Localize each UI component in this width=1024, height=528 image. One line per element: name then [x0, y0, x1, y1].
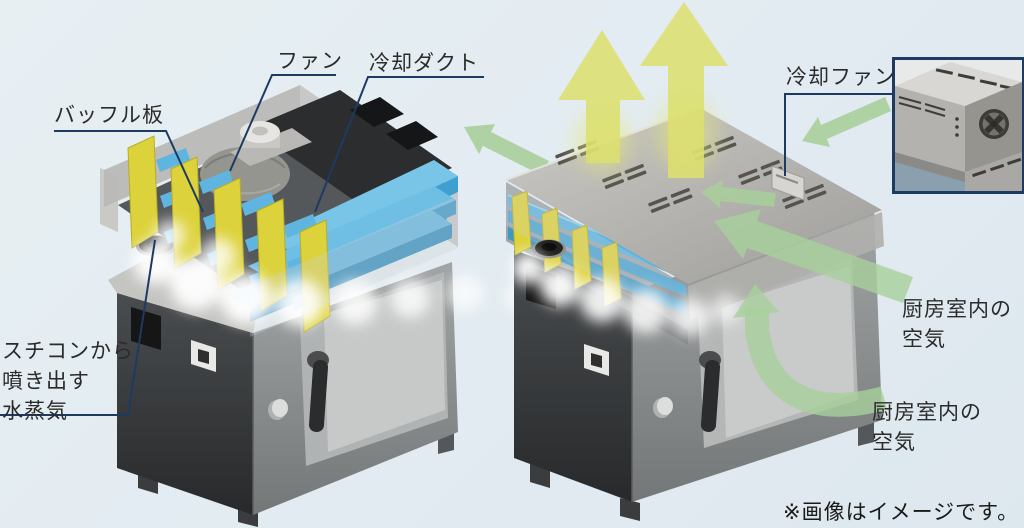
kitchen-air-upper-line1: 厨房室内の	[902, 298, 1012, 321]
housing-bar	[386, 121, 438, 150]
side-vent-band	[688, 212, 884, 320]
steam-source-label: スチコンから 噴き出す 水蒸気	[2, 337, 134, 427]
kitchen-air-lower-line2: 空気	[872, 431, 916, 454]
housing-bar	[350, 97, 404, 127]
cooling-duct-leader-line	[314, 76, 484, 213]
steam-port	[532, 239, 566, 259]
cooling-fan-leader-line	[784, 93, 893, 176]
fan	[200, 121, 312, 201]
left-machine	[100, 85, 573, 527]
intake-arrow-icon	[464, 124, 549, 175]
fan-motor-cap	[252, 126, 268, 136]
inset-detail	[892, 57, 1024, 194]
door-handle	[308, 360, 329, 432]
front-vent	[131, 307, 161, 350]
intake-arrow-icon	[714, 209, 913, 303]
intake-airflow	[701, 97, 913, 417]
steam-leader-line	[0, 239, 156, 416]
fan-label: ファン	[277, 50, 343, 73]
latch-hole	[198, 349, 209, 364]
steam-cloud	[512, 252, 741, 336]
cooling-duct-label: 冷却ダクト	[369, 52, 479, 75]
cabinet-front-face	[117, 293, 253, 515]
leader-lines	[0, 74, 893, 416]
fan-leader-line	[229, 74, 336, 172]
steam-source-line1: スチコンから	[2, 340, 134, 363]
latch-hole	[591, 353, 602, 368]
exhaust-arrow-icon	[640, 2, 728, 178]
intake-arrow-curve	[745, 308, 888, 417]
center-leg	[620, 498, 640, 521]
intake-arrow-icon	[733, 284, 779, 318]
exhaust-airflow	[558, 2, 728, 178]
intake-arrow-icon	[802, 97, 891, 147]
door-knob-face	[272, 399, 288, 417]
door-knob-face	[657, 397, 673, 415]
steam-source-line2: 噴き出す	[2, 370, 90, 393]
steam-source-line3: 水蒸気	[2, 400, 68, 423]
door-handle	[700, 360, 721, 432]
fan-grille-icon	[979, 109, 1009, 139]
cooling-fan-label: 冷却ファン	[786, 66, 896, 89]
exhaust-arrow-icon	[558, 30, 645, 163]
kitchen-air-lower-line1: 厨房室内の	[872, 401, 982, 424]
intake-arrow-icon	[701, 180, 776, 208]
baffle-leader-line	[54, 130, 204, 213]
image-disclaimer: ※画像はイメージです。	[783, 501, 1020, 524]
cooling-fan-unit	[771, 165, 805, 201]
kitchen-air-label-lower: 厨房室内の 空気	[872, 398, 982, 458]
kitchen-air-label-upper: 厨房室内の 空気	[902, 295, 1012, 355]
inset-content	[895, 62, 1022, 191]
kitchen-air-upper-line2: 空気	[902, 328, 946, 351]
right-machine	[505, 2, 913, 521]
baffle-plate-label: バッフル板	[54, 104, 164, 127]
